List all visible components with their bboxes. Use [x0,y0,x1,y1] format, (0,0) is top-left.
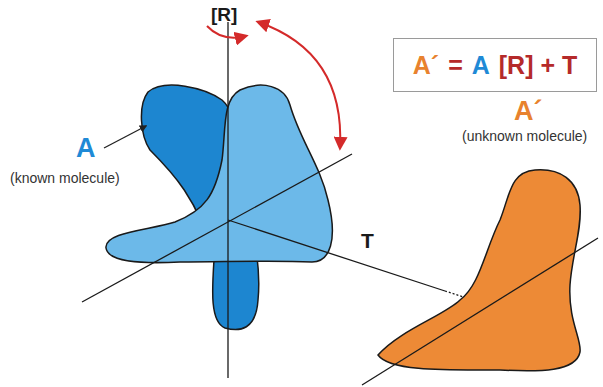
vector-label: T [361,229,374,253]
formula-text: [R] + T [499,51,577,80]
rotated-molecule [106,85,332,262]
formula-text: = [448,51,463,80]
molecule-axis [82,154,352,302]
rotation-arrow [258,22,340,148]
axis-label: [R] [211,4,237,26]
molecule-label: A [76,133,96,164]
rotation-arrow [207,26,246,38]
formula-text: A´ [413,51,439,80]
rotation-axis [227,22,228,378]
molecule-a-prime [378,170,580,371]
molecule-caption: (known molecule) [10,170,120,186]
molecule-caption: (unknown molecule) [462,128,587,144]
formula-box: A´ = A [R] + T [393,38,597,92]
translation-line [228,220,445,291]
molecule-axis-prime [362,238,598,385]
formula-text: A [472,51,490,80]
molecule-label: A´ [514,96,543,127]
leader-arrow [104,126,146,148]
